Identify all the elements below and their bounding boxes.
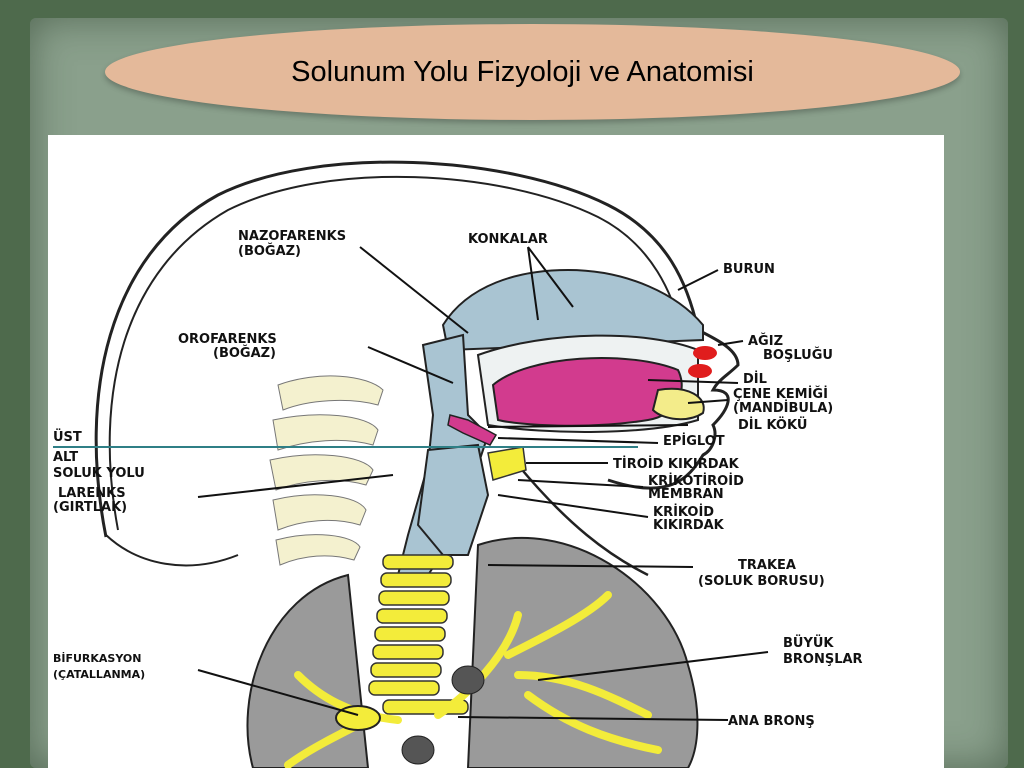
label-larenks-sub: (GIRTLAK) bbox=[53, 500, 127, 515]
leader-lines bbox=[197, 246, 769, 721]
label-krikotiroid: KRİKOTİROİD bbox=[648, 473, 744, 489]
label-larenks: LARENKS bbox=[58, 486, 126, 501]
label-bifurkasyon: BİFURKASYON bbox=[53, 651, 141, 665]
thyroid-cartilage bbox=[487, 446, 527, 481]
back-neck-outline bbox=[105, 534, 239, 567]
label-tiroid-kikirdak: TİROİD KIKIRDAK bbox=[613, 456, 740, 472]
label-bifurkasyon-sub: (ÇATALLANMA) bbox=[53, 668, 145, 681]
label-cene-kemigi-sub: (MANDİBULA) bbox=[733, 400, 833, 416]
label-ana-brons: ANA BRONŞ bbox=[728, 714, 815, 729]
label-krikoid-sub: KIKIRDAK bbox=[653, 518, 725, 533]
label-soluk-yolu: SOLUK YOLU bbox=[53, 466, 145, 481]
diagram-panel: NAZOFARENKS (BOĞAZ) KONKALAR BURUN OROFA… bbox=[48, 135, 944, 768]
left-lung bbox=[246, 573, 370, 768]
label-buyuk-sub: BRONŞLAR bbox=[783, 652, 863, 667]
label-nazofarenks-sub: (BOĞAZ) bbox=[238, 243, 301, 259]
cervical-spine bbox=[269, 375, 384, 566]
label-orofarenks-sub: (BOĞAZ) bbox=[213, 345, 276, 361]
vessel-cross-section-1 bbox=[451, 665, 485, 695]
head-outline-inner bbox=[108, 175, 684, 531]
title-banner: Solunum Yolu Fizyoloji ve Anatomisi bbox=[105, 24, 960, 120]
label-konkalar: KONKALAR bbox=[468, 232, 548, 247]
epiglottis bbox=[447, 414, 498, 446]
bifurcation-node bbox=[335, 705, 381, 731]
label-dil-koku: DİL KÖKÜ bbox=[738, 417, 807, 433]
label-buyuk: BÜYÜK bbox=[783, 635, 834, 651]
label-burun: BURUN bbox=[723, 262, 775, 277]
label-agiz: AĞIZ bbox=[748, 333, 783, 349]
label-epiglot: EPİGLOT bbox=[663, 433, 725, 449]
lip-upper bbox=[693, 346, 717, 360]
larynx-trachea-tube bbox=[416, 443, 490, 556]
head-outline bbox=[94, 160, 740, 538]
label-krikotiroid-sub: MEMBRAN bbox=[648, 487, 724, 502]
label-nazofarenks: NAZOFARENKS bbox=[238, 229, 346, 244]
nasal-cavity bbox=[441, 268, 704, 352]
label-trakea-sub: (SOLUK BORUSU) bbox=[698, 574, 825, 589]
label-agiz-sub: BOŞLUĞU bbox=[763, 347, 833, 363]
mandible bbox=[651, 387, 705, 421]
label-dil: DİL bbox=[743, 371, 767, 387]
label-orofarenks: OROFARENKS bbox=[178, 332, 277, 347]
respiratory-anatomy-diagram: NAZOFARENKS (BOĞAZ) KONKALAR BURUN OROFA… bbox=[53, 160, 863, 768]
slide-title: Solunum Yolu Fizyoloji ve Anatomisi bbox=[291, 56, 754, 88]
tracheal-rings bbox=[368, 554, 469, 715]
label-krikoid: KRİKOİD bbox=[653, 504, 714, 520]
label-ust: ÜST bbox=[53, 429, 82, 445]
label-alt: ALT bbox=[53, 450, 78, 465]
bronchial-tree bbox=[284, 591, 662, 768]
vessel-cross-section-2 bbox=[401, 735, 435, 765]
label-cene-kemigi: ÇENE KEMİĞİ bbox=[733, 386, 828, 402]
lip-lower bbox=[688, 364, 712, 378]
label-trakea: TRAKEA bbox=[738, 558, 796, 573]
